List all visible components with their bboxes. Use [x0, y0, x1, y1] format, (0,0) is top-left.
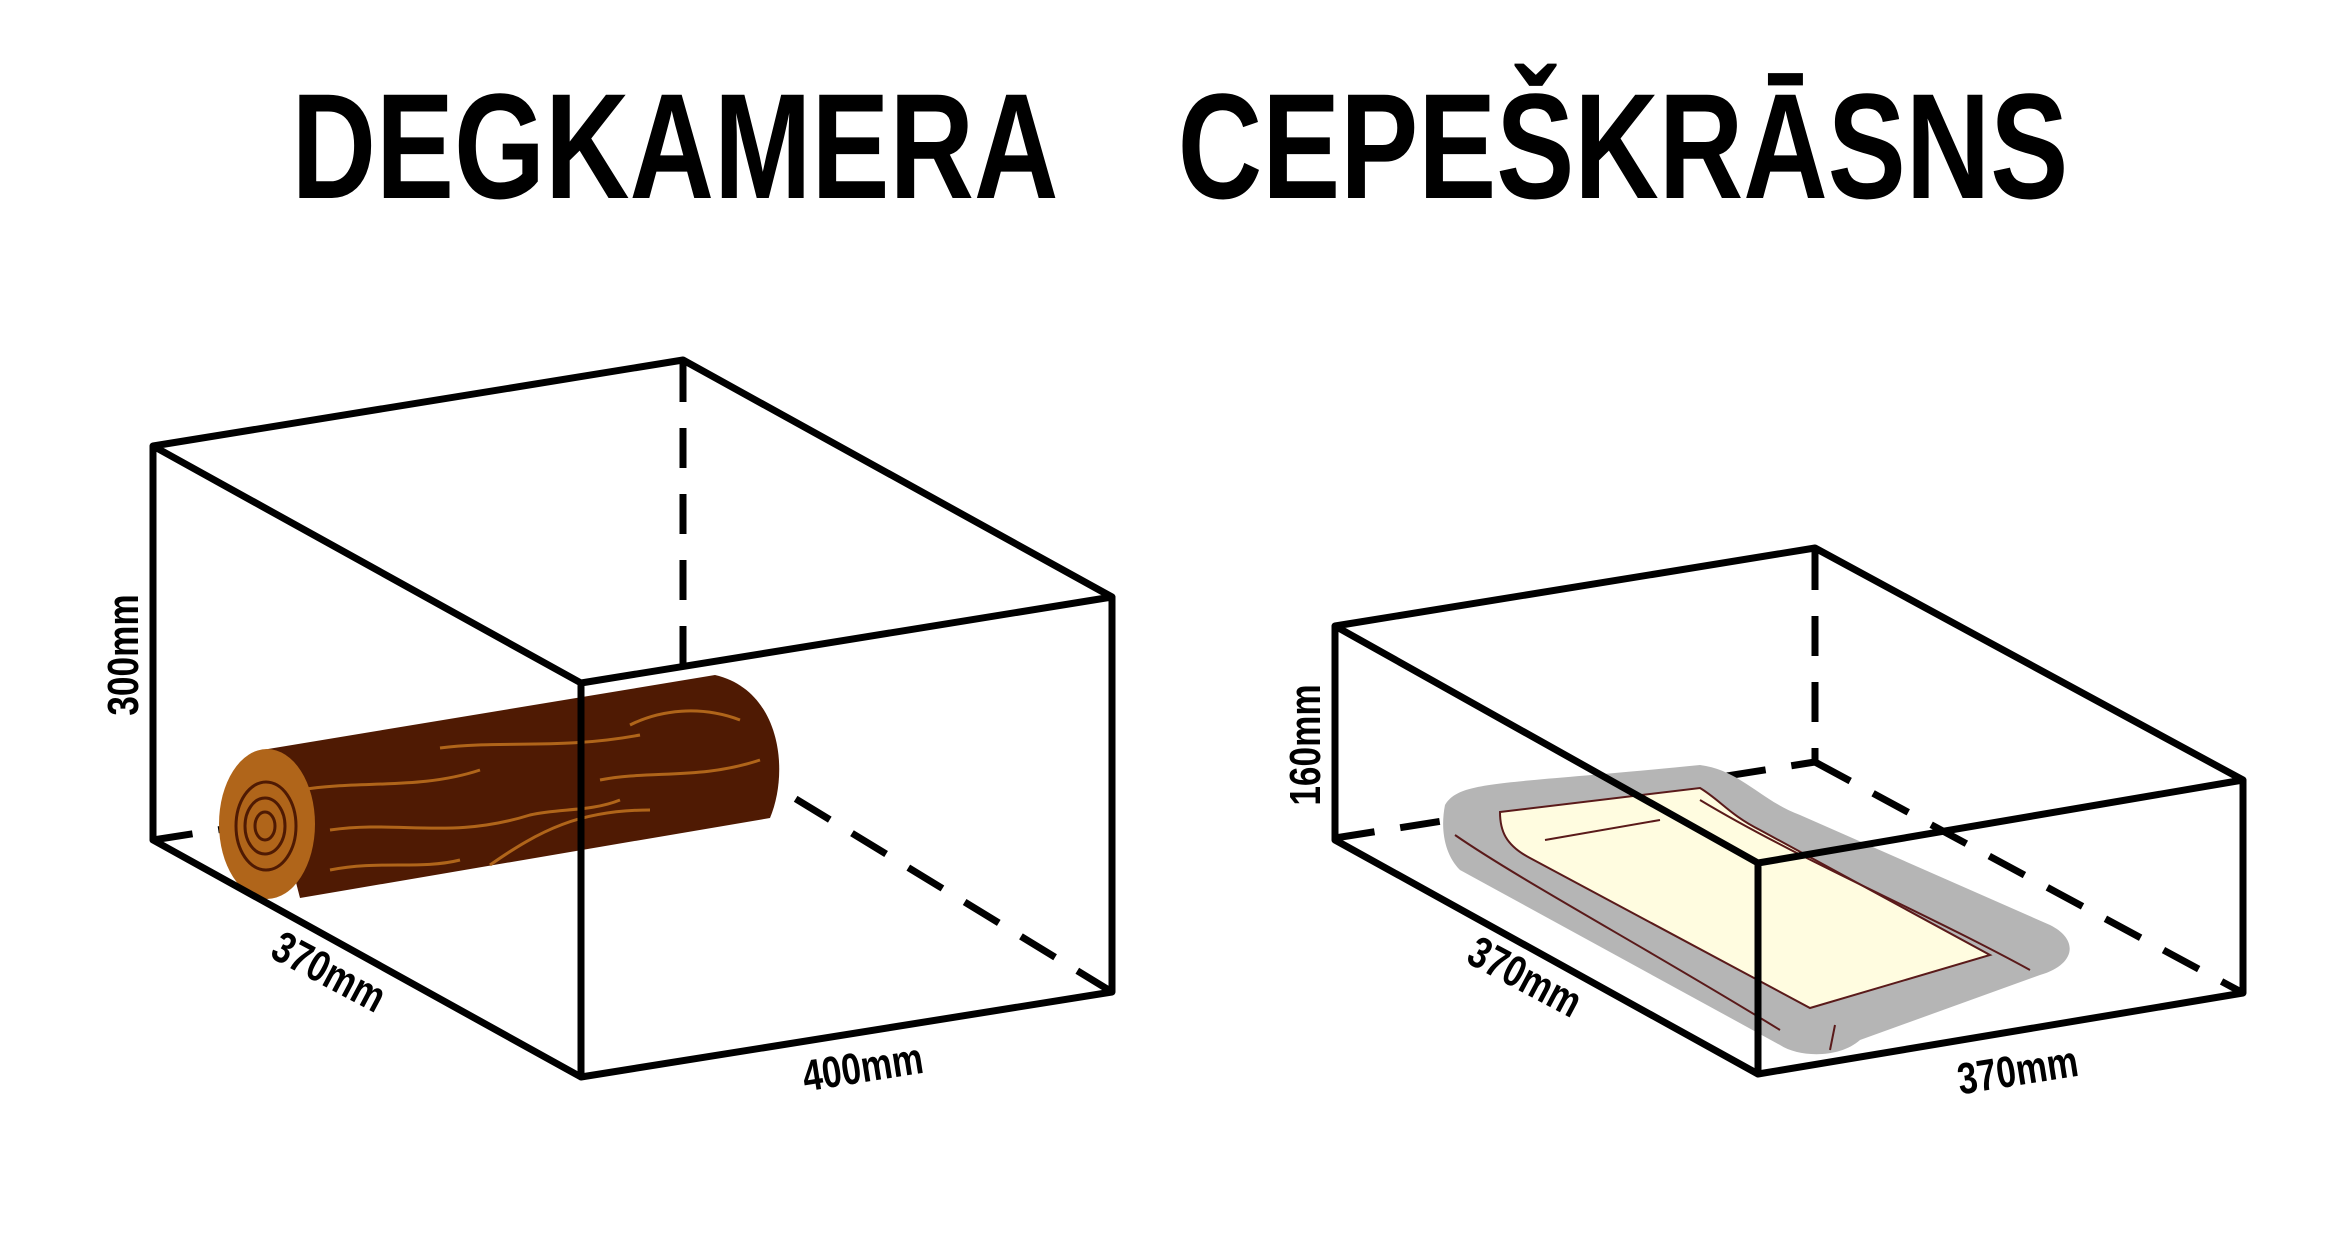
- log-grain: [299, 709, 761, 872]
- log-end-grain: [219, 749, 315, 899]
- oven-hidden-left-edge: [1334, 758, 1816, 842]
- oven-box: [1331, 544, 2247, 1078]
- firebox-height-label: 300mm: [99, 594, 148, 715]
- firebox-title: DEGKAMERA: [292, 62, 1059, 230]
- oven-height-label: 160mm: [1281, 684, 1330, 805]
- log-bark: [262, 675, 780, 898]
- oven-visible-edges: [1331, 544, 2247, 1078]
- oven-width-label: 370mm: [1954, 1037, 2081, 1104]
- oven-hidden-right-edge: [1813, 758, 2245, 997]
- firebox-width-label: 400mm: [799, 1034, 926, 1101]
- log-illustration: [219, 675, 780, 899]
- oven-title: CEPEŠKRĀSNS: [1178, 62, 2069, 230]
- firebox-visible-edges: [149, 356, 1116, 1081]
- firebox-box: [149, 356, 1116, 1081]
